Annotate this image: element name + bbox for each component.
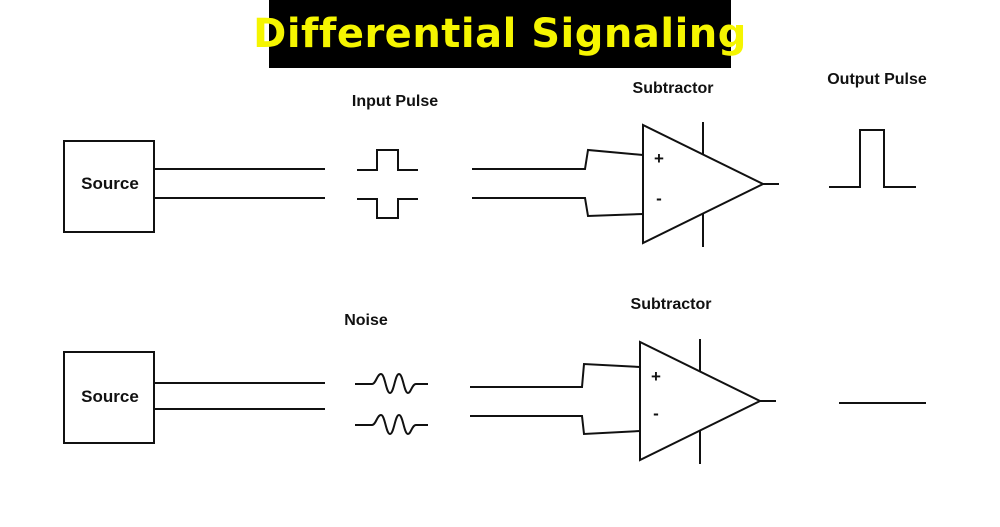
top-positive-pulse-waveform (357, 150, 418, 170)
top-negative-pulse-waveform (357, 199, 418, 218)
title-banner: Differential Signaling (253, 0, 746, 68)
bottom-positive-wire-right (470, 364, 640, 387)
output-pulse-label: Output Pulse (827, 71, 927, 88)
output-pulse-waveform (829, 130, 916, 187)
bottom-negative-wire-right (470, 416, 640, 434)
bottom-plus-sign: + (651, 367, 661, 386)
bottom-subtractor-label: Subtractor (630, 296, 712, 313)
bottom-source-box (64, 352, 154, 443)
noise-label: Noise (344, 312, 388, 329)
input-pulse-label: Input Pulse (351, 93, 439, 110)
top-positive-wire-right (472, 150, 643, 169)
bottom-source-label: Source (81, 387, 139, 406)
noise-waveform-negative (355, 415, 428, 434)
noise-waveform-positive (355, 374, 428, 393)
diagram-title: Differential Signaling (253, 11, 747, 57)
top-negative-wire-right (472, 198, 643, 216)
bottom-minus-sign: - (653, 404, 659, 423)
top-source-box (64, 141, 154, 232)
top-minus-sign: - (656, 189, 662, 208)
top-subtractor-label: Subtractor (632, 80, 714, 97)
top-plus-sign: + (654, 149, 664, 168)
top-source-label: Source (81, 174, 139, 193)
